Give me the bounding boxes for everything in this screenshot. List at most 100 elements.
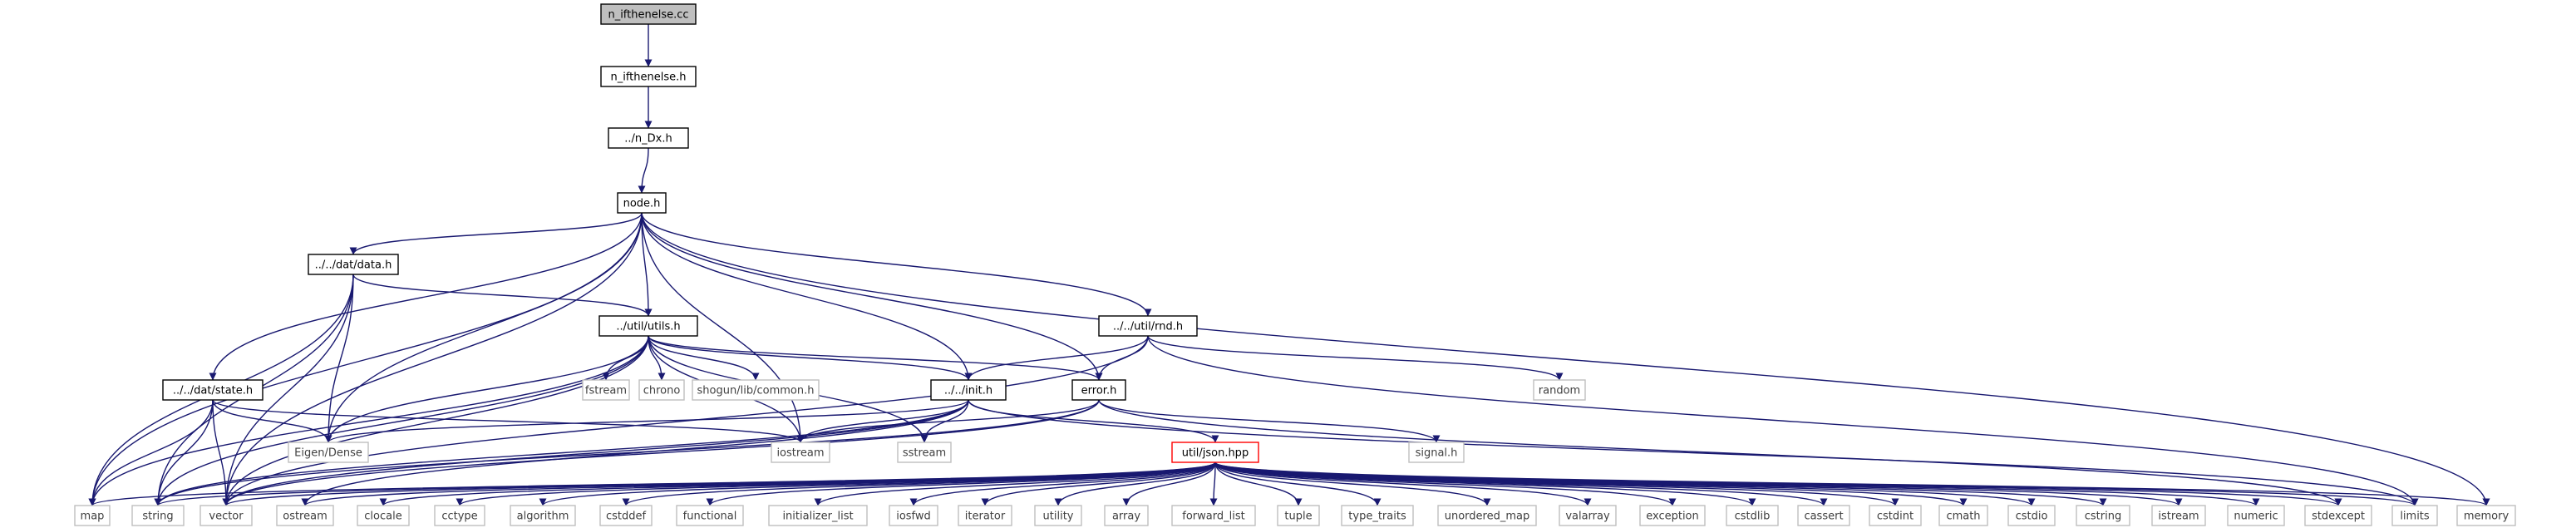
node-cctype: cctype: [434, 505, 485, 526]
edge-json-hpp-to-iosfwd: [909, 461, 1216, 506]
node-state-h[interactable]: ../../dat/state.h: [162, 379, 264, 401]
node-label: valarray: [1565, 511, 1610, 523]
edge-json-hpp-to-algorithm: [539, 461, 1216, 506]
edge-json-hpp-to-ostream: [301, 461, 1216, 506]
node-label: utility: [1043, 511, 1074, 523]
edge-json-hpp-to-utility: [1054, 461, 1216, 506]
node-label: ../../init.h: [944, 385, 992, 397]
edge-error-h-to-iostream: [796, 399, 1100, 443]
node-box: [600, 3, 697, 25]
node-label: exception: [1646, 511, 1699, 523]
node-box: [308, 254, 399, 275]
node-label: sstream: [903, 447, 946, 460]
node-numeric: numeric: [2227, 505, 2285, 526]
node-box: [1104, 505, 1149, 526]
node-label: shogun/lib/common.h: [697, 385, 815, 397]
node-stdexcept: stdexcept: [2304, 505, 2372, 526]
node-iostream: iostream: [771, 442, 830, 463]
node-box: [958, 505, 1012, 526]
edge-utils-h-to-init-h: [648, 335, 973, 381]
node-label: ../../dat/data.h: [315, 259, 392, 272]
node-n-dx-h[interactable]: ../n_Dx.h: [608, 127, 689, 149]
node-n-ifthenelse-h[interactable]: n_ifthenelse.h: [600, 66, 697, 87]
node-label: forward_list: [1182, 511, 1244, 523]
node-json-hpp[interactable]: util/json.hpp: [1171, 442, 1259, 463]
node-label: stdexcept: [2312, 511, 2365, 523]
edge-json-hpp-to-forward-list: [1209, 461, 1218, 506]
node-label: algorithm: [517, 511, 569, 523]
edge-init-h-to-vector: [222, 399, 969, 506]
node-label: signal.h: [1416, 447, 1458, 460]
edge-json-hpp-to-initializer-list: [814, 461, 1216, 506]
node-ostream: ostream: [276, 505, 334, 526]
node-label: cassert: [1804, 511, 1843, 523]
edge-state-h-to-iostream: [212, 399, 805, 443]
node-cstring: cstring: [2076, 505, 2130, 526]
node-string: string: [131, 505, 185, 526]
node-box: [2304, 505, 2372, 526]
node-sstream: sstream: [897, 442, 952, 463]
node-n-ifthenelse-cc[interactable]: n_ifthenelse.cc: [600, 3, 697, 25]
edge-json-hpp-to-cstdio: [1214, 461, 2036, 506]
node-label: random: [1539, 385, 1580, 397]
node-label: array: [1112, 511, 1140, 523]
node-label: ostream: [283, 511, 328, 523]
edge-error-h-to-stdexcept: [1098, 399, 2342, 506]
node-box: [1171, 442, 1259, 463]
node-label: cmath: [1946, 511, 1980, 523]
node-label: cstdio: [2016, 511, 2048, 523]
node-label: string: [142, 511, 173, 523]
node-forward-list: forward_list: [1171, 505, 1256, 526]
node-label: iosfwd: [896, 511, 931, 523]
edge-layer: [88, 24, 2490, 506]
node-label: cctype: [441, 511, 477, 523]
node-type-traits: type_traits: [1341, 505, 1414, 526]
node-label: ../../dat/state.h: [173, 385, 253, 397]
node-box: [1171, 505, 1256, 526]
node-node-h[interactable]: node.h: [617, 192, 667, 214]
node-box: [2007, 505, 2056, 526]
node-init-h[interactable]: ../../init.h: [930, 379, 1007, 401]
node-shogun: shogun/lib/common.h: [692, 379, 820, 401]
node-label: ../util/utils.h: [616, 321, 680, 333]
node-box: [582, 379, 630, 401]
node-label: error.h: [1081, 385, 1117, 397]
node-iosfwd: iosfwd: [889, 505, 938, 526]
edge-node-h-to-map: [88, 212, 643, 506]
node-label: cstddef: [606, 511, 647, 523]
node-box: [1797, 505, 1850, 526]
node-label: node.h: [623, 198, 661, 210]
edge-state-h-to-vector: [212, 399, 230, 506]
edge-node-h-to-data-h: [349, 212, 643, 255]
edge-json-hpp-to-type-traits: [1214, 461, 1382, 506]
node-label: chrono: [643, 385, 681, 397]
node-fstream: fstream: [582, 379, 630, 401]
node-box: [2456, 505, 2516, 526]
node-box: [1437, 505, 1537, 526]
node-label: ../../util/rnd.h: [1113, 321, 1183, 333]
node-box: [162, 379, 264, 401]
node-exception: exception: [1639, 505, 1706, 526]
node-box: [2076, 505, 2130, 526]
node-clocale: clocale: [357, 505, 410, 526]
edge-utils-h-to-map: [88, 335, 649, 506]
node-data-h[interactable]: ../../dat/data.h: [308, 254, 399, 275]
node-functional: functional: [676, 505, 744, 526]
node-eigen: Eigen/Dense: [288, 442, 369, 463]
node-rnd-h[interactable]: ../../util/rnd.h: [1098, 315, 1198, 337]
edge-state-h-to-map: [88, 399, 214, 506]
node-label: istream: [2158, 511, 2199, 523]
edge-json-hpp-to-clocale: [379, 461, 1216, 506]
node-box: [617, 192, 667, 214]
edge-init-h-to-string: [154, 399, 969, 506]
node-error-h[interactable]: error.h: [1071, 379, 1126, 401]
node-map: map: [74, 505, 111, 526]
node-utils-h[interactable]: ../util/utils.h: [598, 315, 698, 337]
node-label: n_ifthenelse.h: [610, 72, 686, 84]
node-box: [768, 505, 868, 526]
node-label: fstream: [585, 385, 627, 397]
edge-json-hpp-to-memory: [1214, 461, 2490, 506]
edge-init-h-to-eigen: [324, 399, 969, 443]
edge-json-hpp-to-stdexcept: [1214, 461, 2342, 506]
node-label: Eigen/Dense: [294, 447, 362, 460]
